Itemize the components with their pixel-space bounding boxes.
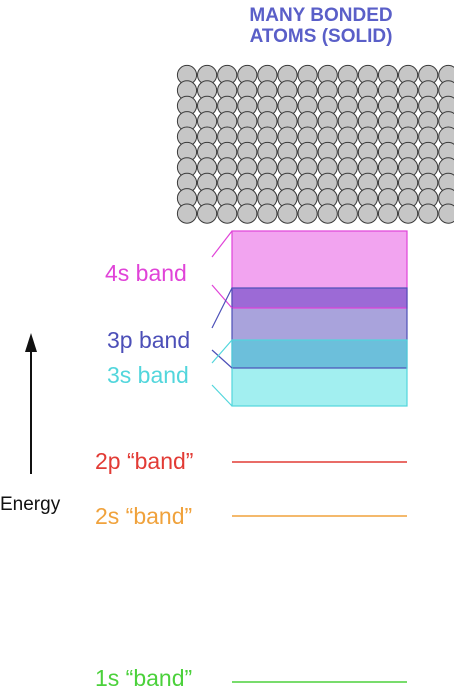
band-3p-rect [232,308,407,340]
band-overlap-3p-3s [232,340,407,368]
band-4s-rect [232,231,407,288]
band-3s-outline [231,339,408,407]
atom [277,203,298,224]
energy-axis-label: Energy [0,494,61,515]
connector-3s [211,339,233,407]
connector-4s [211,230,233,309]
label-4s-band: 4s band [105,260,187,286]
atom [317,203,338,224]
atom [398,203,419,224]
band-4s-outline [231,230,408,309]
label-3p-band: 3p band [107,327,191,353]
atom [418,203,439,224]
atom-lattice [176,64,454,224]
atom [197,203,218,224]
atom [297,203,318,224]
atom [357,203,378,224]
band-3s-rect [232,368,407,406]
energy-axis-arrow [25,333,37,474]
label-2p-band: 2p “band” [95,448,194,474]
connector-3p [211,287,233,369]
atom [377,203,399,224]
atom [438,203,454,224]
label-2s-band: 2s “band” [95,503,193,529]
atom [237,203,258,224]
atom [337,203,358,224]
band-overlap-4s-3p [232,288,407,308]
title-line-1: MANY BONDED [249,5,393,26]
atom [176,203,198,224]
atom [257,203,278,224]
label-1s-band: 1s “band” [95,665,193,691]
title-line-2: ATOMS (SOLID) [249,26,393,47]
label-3s-band: 3s band [107,362,189,388]
band-3p-outline [231,287,408,369]
atom [217,203,238,224]
